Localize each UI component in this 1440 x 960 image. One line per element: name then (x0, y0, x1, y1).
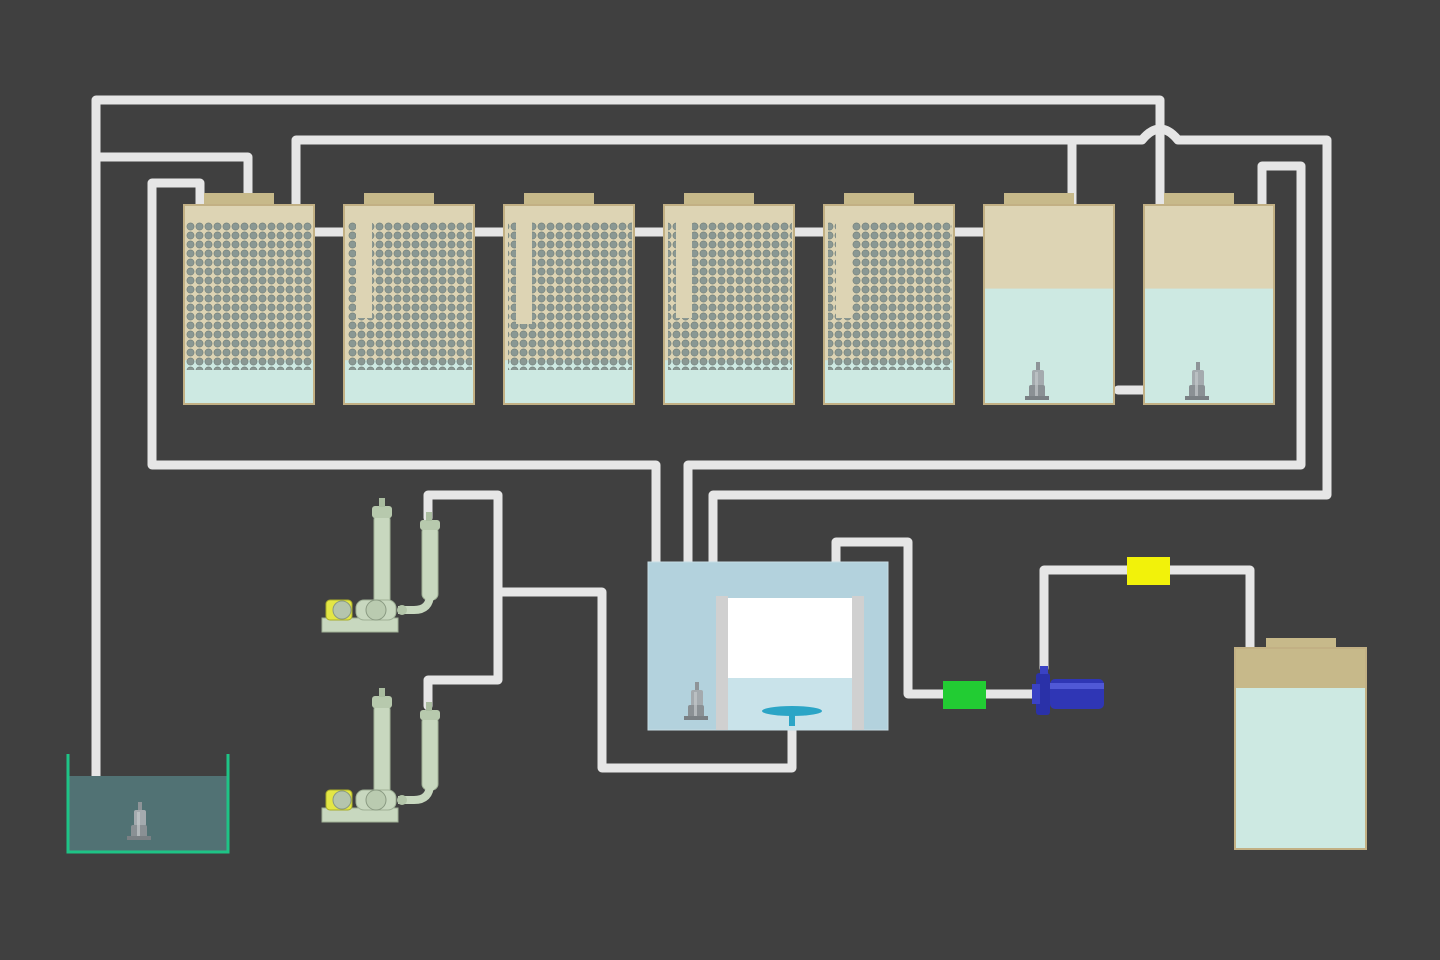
pipe-blower2-air (423, 587, 503, 711)
clarifier-inner-chamber (728, 598, 852, 678)
tank-water (1145, 288, 1273, 403)
tank-cap (364, 193, 434, 206)
bio-tank-1 (183, 193, 315, 405)
tank-cap (1164, 193, 1234, 206)
pipe-top-header (291, 124, 1332, 573)
clean-water-tank (1234, 638, 1367, 850)
tank-cap (1004, 193, 1074, 206)
diffuser-icon (762, 706, 822, 726)
sump-pit (66, 754, 230, 854)
bio-tank-5 (823, 193, 955, 405)
clarifier-tank (647, 561, 889, 731)
clarifier-inner-wall-left (716, 596, 728, 730)
tank-water (985, 288, 1113, 403)
media-gap (836, 222, 852, 318)
flow-meter-yellow[interactable] (1127, 557, 1170, 585)
bio-tank-6 (983, 193, 1115, 405)
pipe-header-tank1 (91, 152, 253, 215)
tank-cap (524, 193, 594, 206)
tank-cap (204, 193, 274, 206)
clarifier-inner-wall-right (852, 596, 864, 730)
centrifugal-pump-icon[interactable] (1032, 666, 1104, 715)
blower-1-icon[interactable] (322, 498, 440, 632)
bio-tank-2 (343, 193, 475, 405)
media-fill (186, 222, 312, 370)
blower-2-icon[interactable] (322, 688, 440, 822)
pipe-air-main (493, 587, 797, 773)
bio-tank-7 (1143, 193, 1275, 405)
pipe-blower1-air (423, 490, 503, 597)
media-gap (356, 222, 372, 318)
pipe-pump-to-clean (1039, 565, 1135, 673)
pipe-yellow-to-clean (1163, 565, 1255, 655)
media-gap (676, 222, 692, 318)
bio-tank-3 (503, 193, 635, 405)
media-gap (516, 222, 532, 324)
flow-meter-green[interactable] (943, 681, 986, 709)
tank-cap (844, 193, 914, 206)
bio-tank-4 (663, 193, 795, 405)
tank-cap (684, 193, 754, 206)
